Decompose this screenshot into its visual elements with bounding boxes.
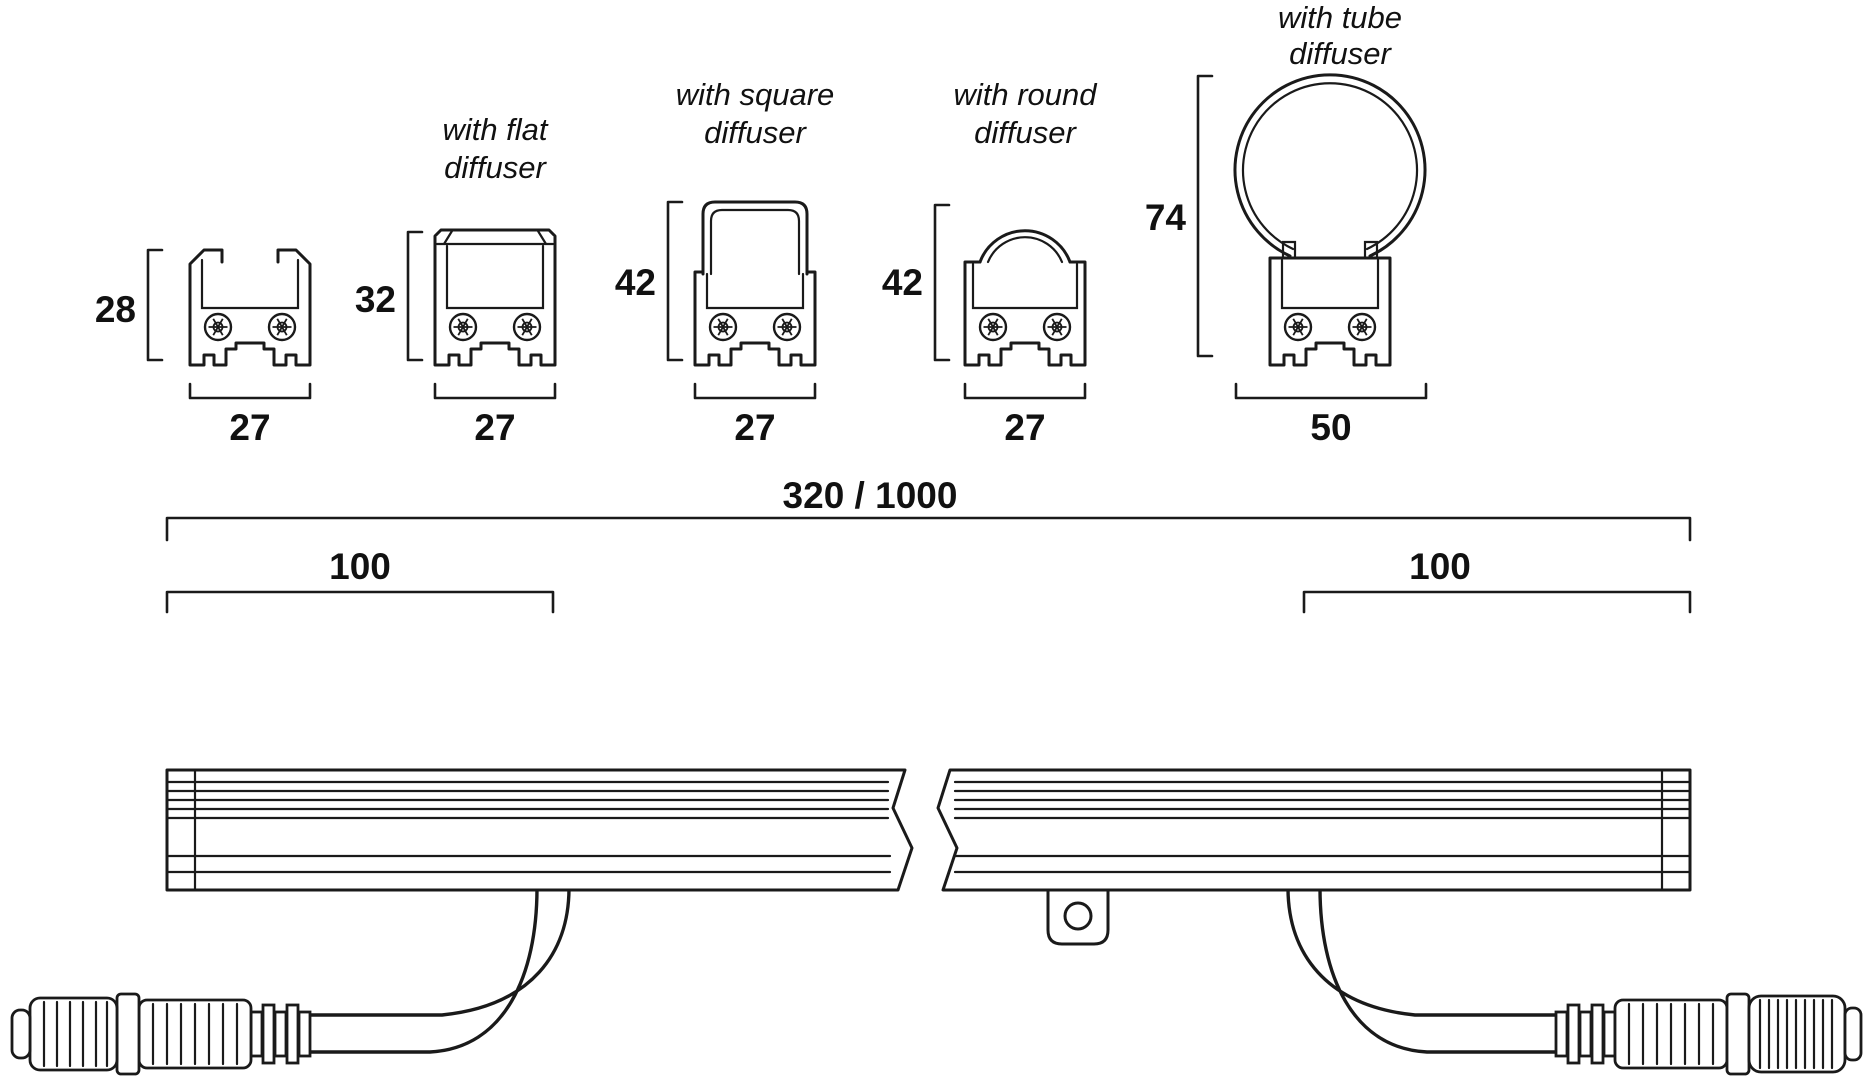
total-length-label: 320 / 1000 bbox=[783, 475, 958, 516]
profile-inner-detail bbox=[1280, 258, 1380, 310]
height-dim-bracket bbox=[933, 203, 951, 362]
strain-relief-rib bbox=[1566, 1003, 1581, 1065]
connector-knurl-ribs bbox=[1758, 998, 1834, 1070]
flat-diffuser-detail bbox=[435, 229, 555, 246]
height-dim-bracket bbox=[406, 230, 424, 362]
profile-clip-tabs bbox=[1281, 240, 1379, 260]
width-dim-bracket bbox=[188, 382, 312, 400]
screw-boss-icon bbox=[708, 312, 738, 342]
height-dim-bracket bbox=[1196, 74, 1214, 358]
height-dim-label: 42 bbox=[882, 262, 923, 303]
strain-relief-rib bbox=[273, 1010, 288, 1058]
height-dim-label: 28 bbox=[95, 289, 136, 330]
profile-outline bbox=[963, 260, 1087, 367]
screw-boss-icon bbox=[203, 312, 233, 342]
right-connector bbox=[1554, 992, 1863, 1076]
connector-barrel-ribs bbox=[151, 1002, 239, 1066]
round-diffuser-outline bbox=[978, 229, 1072, 264]
connector-barrel-ribs bbox=[1627, 1002, 1715, 1066]
diffuser-title-line1: with square bbox=[676, 77, 835, 112]
diffuser-title-line1: with flat bbox=[442, 112, 548, 147]
profile-inner-detail bbox=[971, 262, 1079, 310]
height-dim-bracket bbox=[666, 200, 684, 362]
width-dim-bracket bbox=[433, 382, 557, 400]
tube-diffuser-inner bbox=[1241, 82, 1419, 251]
connector-collar bbox=[1725, 992, 1751, 1076]
left-offset-label: 100 bbox=[329, 546, 391, 587]
diffuser-title-line2: diffuser bbox=[444, 150, 547, 185]
strain-relief-rib bbox=[285, 1003, 300, 1065]
screw-boss-icon bbox=[978, 312, 1008, 342]
cross-section-tube-diffuser: with tube diffuser 74 50 bbox=[1145, 0, 1428, 448]
profile-outline bbox=[433, 228, 557, 367]
right-cable bbox=[1286, 886, 1558, 1054]
strain-relief-rib bbox=[249, 1010, 264, 1058]
profile-outline bbox=[188, 248, 312, 367]
width-dim-label: 27 bbox=[1004, 407, 1045, 448]
right-offset-bracket bbox=[1302, 590, 1692, 614]
height-dim-label: 42 bbox=[615, 262, 656, 303]
width-dim-label: 27 bbox=[734, 407, 775, 448]
width-dim-label: 27 bbox=[474, 407, 515, 448]
bar-ridge-lines bbox=[165, 780, 1692, 874]
diffuser-title-line1: with round bbox=[953, 77, 1098, 112]
side-view: 320 / 1000 100 100 bbox=[10, 475, 1863, 1076]
height-dim-bracket bbox=[146, 248, 164, 362]
cross-section-bare: 28 27 bbox=[95, 248, 312, 448]
left-connector bbox=[10, 992, 312, 1076]
left-offset-bracket bbox=[165, 590, 555, 614]
screw-boss-icon bbox=[267, 312, 297, 342]
connector-end-cap bbox=[10, 1008, 32, 1060]
strain-relief-rib bbox=[1554, 1010, 1569, 1058]
height-dim-label: 32 bbox=[355, 279, 396, 320]
cross-section-square-diffuser: with square diffuser 42 27 bbox=[615, 77, 834, 448]
width-dim-label: 27 bbox=[229, 407, 270, 448]
left-cable bbox=[308, 886, 571, 1054]
strain-relief-rib bbox=[1602, 1010, 1617, 1058]
screw-boss-icon bbox=[772, 312, 802, 342]
mounting-plate bbox=[1046, 886, 1110, 946]
mounting-hole bbox=[1063, 901, 1093, 931]
screw-boss-icon bbox=[1283, 312, 1313, 342]
screw-boss-icon bbox=[448, 312, 478, 342]
width-dim-bracket bbox=[693, 382, 817, 400]
screw-boss-icon bbox=[1347, 312, 1377, 342]
cross-section-round-diffuser: with round diffuser 42 27 bbox=[882, 77, 1098, 448]
connector-collar bbox=[115, 992, 141, 1076]
width-dim-bracket bbox=[1234, 382, 1428, 400]
width-dim-label: 50 bbox=[1310, 407, 1351, 448]
strain-relief-rib bbox=[1590, 1003, 1605, 1065]
connector-end-cap bbox=[1843, 1006, 1863, 1062]
profile-inner-detail bbox=[200, 258, 300, 310]
profile-inner-detail bbox=[445, 244, 545, 310]
diffuser-title-line2: diffuser bbox=[1289, 36, 1392, 71]
profile-outline bbox=[1268, 256, 1392, 367]
tube-diffuser-outline bbox=[1233, 73, 1427, 258]
connector-tip-ribs bbox=[42, 1000, 109, 1068]
round-diffuser-inner bbox=[986, 236, 1064, 264]
mounting-plate-body bbox=[1046, 886, 1110, 946]
strain-relief-rib bbox=[1578, 1010, 1593, 1058]
cross-section-flat-diffuser: with flat diffuser 32 27 bbox=[355, 112, 557, 448]
strain-relief-rib bbox=[261, 1003, 276, 1065]
screw-boss-icon bbox=[1042, 312, 1072, 342]
profile-outline bbox=[693, 270, 817, 367]
bar-end-caps bbox=[193, 768, 1664, 892]
total-length-bracket bbox=[165, 516, 1692, 542]
square-diffuser-inner bbox=[709, 208, 801, 276]
width-dim-bracket bbox=[963, 382, 1087, 400]
screw-boss-icon bbox=[512, 312, 542, 342]
square-diffuser-outline bbox=[701, 200, 809, 276]
height-dim-label: 74 bbox=[1145, 197, 1187, 238]
profile-inner-detail bbox=[705, 272, 805, 310]
diffuser-title-line1: with tube bbox=[1278, 0, 1402, 35]
diffuser-title-line2: diffuser bbox=[704, 115, 807, 150]
diffuser-title-line2: diffuser bbox=[974, 115, 1077, 150]
right-offset-label: 100 bbox=[1409, 546, 1471, 587]
strain-relief-rib bbox=[297, 1010, 312, 1058]
